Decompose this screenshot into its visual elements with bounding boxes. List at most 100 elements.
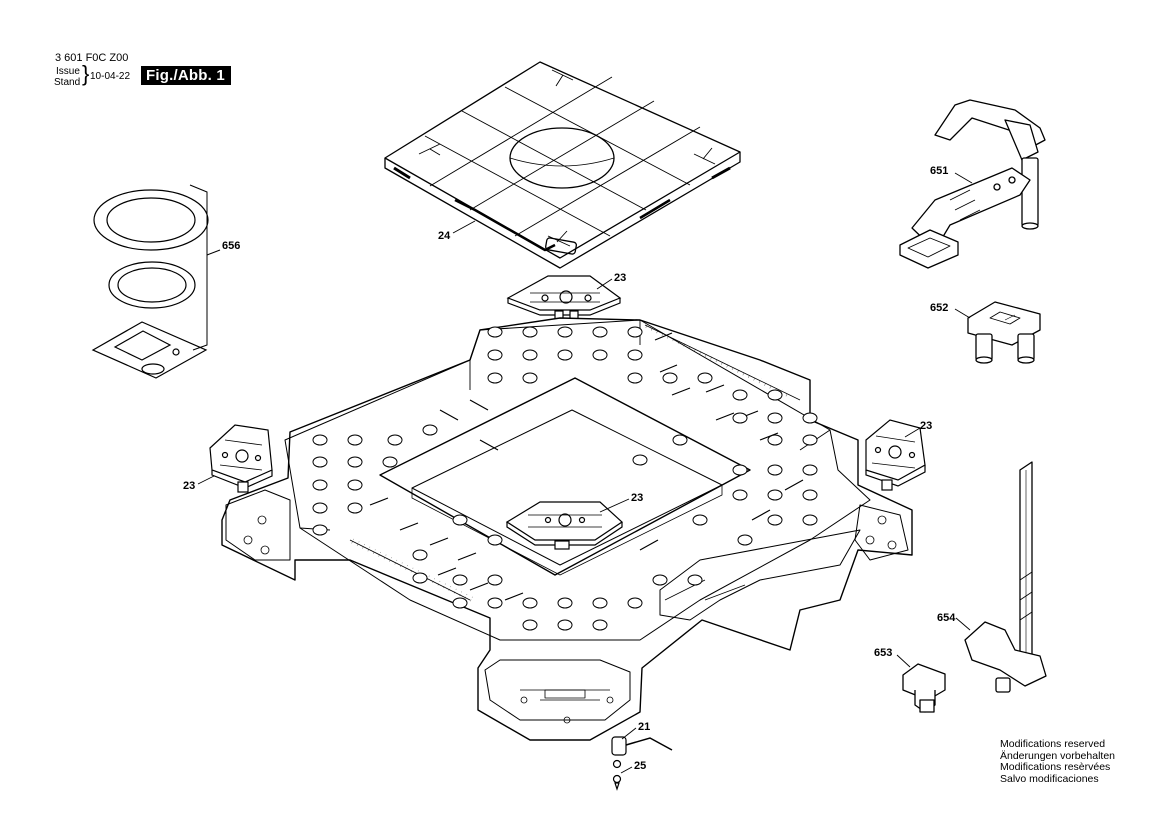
- base-hole: [347, 434, 363, 446]
- base-hole: [802, 489, 818, 501]
- base-hole: [592, 597, 608, 609]
- base-hole: [687, 574, 703, 586]
- note-line: Salvo modificaciones: [1000, 772, 1099, 785]
- part-24-top-plate: [384, 61, 741, 269]
- leader-lines: [197, 172, 973, 774]
- base-hole: [732, 489, 748, 501]
- label-652: 652: [930, 302, 948, 314]
- label-23-center: 23: [631, 492, 643, 504]
- base-hole: [732, 464, 748, 476]
- base-hole: [522, 349, 538, 361]
- base-hole: [487, 574, 503, 586]
- base-hole: [312, 502, 328, 514]
- part-23-left-foot: [209, 424, 273, 493]
- label-653: 653: [874, 647, 892, 659]
- base-hole: [347, 502, 363, 514]
- base-hole: [732, 412, 748, 424]
- stand-label: Stand: [54, 77, 81, 88]
- label-21: 21: [638, 721, 650, 733]
- base-hole: [487, 534, 503, 546]
- base-hole: [627, 597, 643, 609]
- base-hole: [767, 464, 783, 476]
- figure-label: Fig./Abb. 1: [141, 66, 231, 85]
- label-25: 25: [634, 760, 646, 772]
- base-hole: [487, 349, 503, 361]
- note-line: Änderungen vorbehalten: [1000, 749, 1116, 762]
- label-23-left: 23: [183, 480, 195, 492]
- base-hole: [652, 574, 668, 586]
- part-23-center-foot: [505, 501, 623, 550]
- base-hole: [627, 349, 643, 361]
- base-hole: [767, 412, 783, 424]
- base-hole: [452, 597, 468, 609]
- base-hole: [412, 572, 428, 584]
- base-hole: [672, 434, 688, 446]
- base-hole: [452, 574, 468, 586]
- base-hole: [312, 479, 328, 491]
- label-651: 651: [930, 165, 948, 177]
- part-23-top-foot: [506, 275, 622, 322]
- base-hole: [312, 434, 328, 446]
- part-656-labels: [91, 184, 221, 379]
- label-654: 654: [937, 612, 956, 624]
- header-brace: }: [82, 61, 90, 86]
- base-hole: [522, 326, 538, 338]
- base-holes: [312, 326, 818, 631]
- part-23-right-foot: [865, 419, 926, 491]
- base-hole: [452, 514, 468, 526]
- base-hole: [802, 464, 818, 476]
- base-hole: [592, 326, 608, 338]
- label-656: 656: [222, 240, 240, 252]
- base-hole: [522, 597, 538, 609]
- label-24: 24: [438, 230, 451, 242]
- base-hole: [557, 349, 573, 361]
- part-654-guide: [964, 461, 1047, 693]
- base-hole: [557, 619, 573, 631]
- base-hole: [312, 524, 328, 536]
- part-651-clamp: [899, 99, 1046, 269]
- base-hole: [347, 479, 363, 491]
- base-hole: [802, 434, 818, 446]
- base-hole: [627, 372, 643, 384]
- issue-label: Issue: [56, 66, 80, 77]
- base-hole: [522, 372, 538, 384]
- note-line: Modifications reserved: [1000, 738, 1106, 750]
- base-hole: [632, 454, 648, 466]
- base-hole: [802, 514, 818, 526]
- part-25-screw: [612, 759, 622, 791]
- base-hole: [347, 456, 363, 468]
- base-hole: [412, 549, 428, 561]
- base-hole: [487, 372, 503, 384]
- part-number: 3 601 F0C Z00: [55, 52, 129, 64]
- base-hole: [312, 456, 328, 468]
- base-hole: [422, 424, 438, 436]
- base-hole: [382, 456, 398, 468]
- base-hole: [592, 619, 608, 631]
- base-hole: [557, 326, 573, 338]
- base-hole: [522, 619, 538, 631]
- base-hole: [737, 534, 753, 546]
- note-line: Modifications resèrvées: [1000, 761, 1111, 773]
- base-hole: [697, 372, 713, 384]
- base-hole: [767, 389, 783, 401]
- label-23-right: 23: [920, 420, 932, 432]
- base-hole: [487, 326, 503, 338]
- base-hole: [627, 326, 643, 338]
- base-hole: [802, 412, 818, 424]
- base-hole: [692, 514, 708, 526]
- base-hole: [487, 597, 503, 609]
- base-hole: [767, 514, 783, 526]
- part-653-adapter: [902, 663, 946, 713]
- base-hole: [557, 597, 573, 609]
- part-21-pin: [611, 736, 673, 756]
- label-23-top: 23: [614, 272, 626, 284]
- base-hole: [662, 372, 678, 384]
- base-hole: [732, 389, 748, 401]
- modification-notes: Modifications reserved Änderungen vorbeh…: [1000, 738, 1116, 785]
- base-hole: [387, 434, 403, 446]
- base-hole: [592, 349, 608, 361]
- base-hole: [767, 434, 783, 446]
- base-hole: [767, 489, 783, 501]
- part-652-holder: [967, 301, 1041, 364]
